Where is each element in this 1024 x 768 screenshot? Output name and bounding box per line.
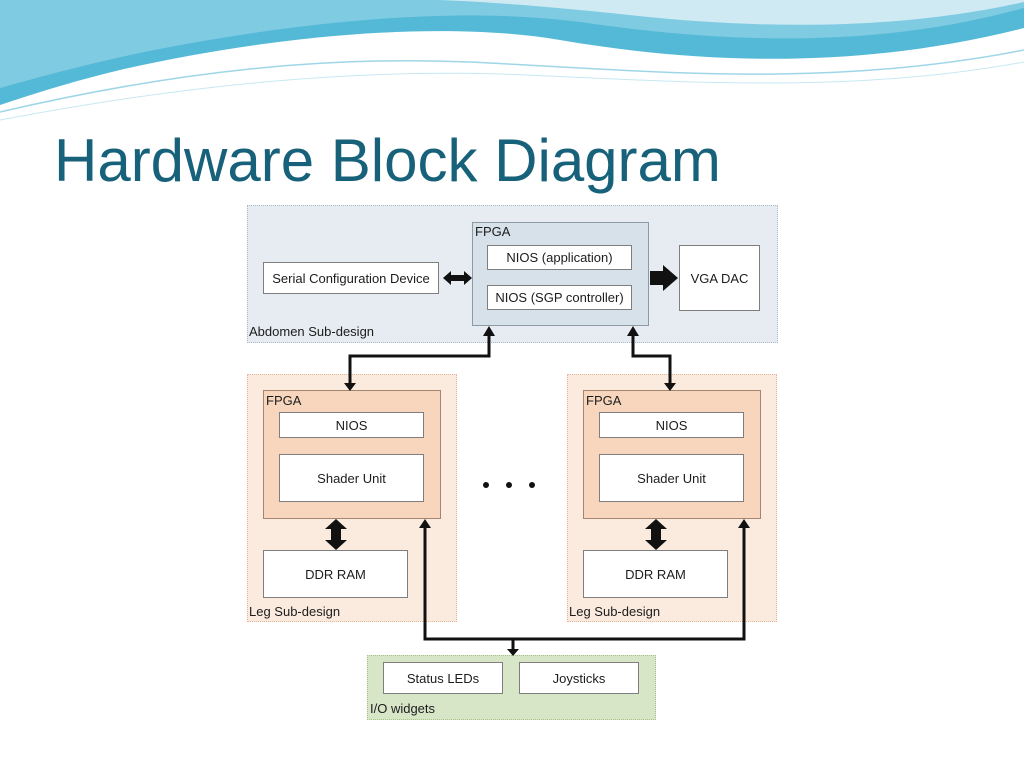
right-leg-shader-unit: Shader Unit <box>599 454 744 502</box>
abdomen-fpga-label: FPGA <box>475 224 511 239</box>
connection-wires <box>325 265 750 656</box>
status-leds: Status LEDs <box>383 662 503 694</box>
abdomen-left-leg-wire <box>348 335 491 383</box>
left-leg-sub-design-label: Leg Sub-design <box>249 604 341 619</box>
right-fpga-ddr-link-arrow <box>645 519 667 550</box>
vga-dac: VGA DAC <box>679 245 760 311</box>
ellipsis-icon <box>483 482 535 490</box>
slide-title: Hardware Block Diagram <box>54 127 721 194</box>
left-leg-shader-unit: Shader Unit <box>279 454 424 502</box>
left-leg-nios: NIOS <box>279 412 424 438</box>
right-leg-ddr-ram: DDR RAM <box>583 550 728 598</box>
nios-sgp-controller: NIOS (SGP controller) <box>487 285 632 310</box>
nios-application: NIOS (application) <box>487 245 632 270</box>
io-bus-wire <box>423 527 746 641</box>
left-leg-ddr-ram: DDR RAM <box>263 550 408 598</box>
right-leg-nios: NIOS <box>599 412 744 438</box>
abdomen-sub-design-label: Abdomen Sub-design <box>249 324 375 339</box>
abdomen-right-leg-wire <box>631 335 672 383</box>
right-leg-fpga-label: FPGA <box>586 393 622 408</box>
left-leg-fpga-label: FPGA <box>266 393 302 408</box>
io-widgets-label: I/O widgets <box>370 701 436 716</box>
serial-fpga-link-arrow <box>443 271 472 285</box>
right-leg-sub-design-label: Leg Sub-design <box>569 604 661 619</box>
fpga-vga-link-arrow <box>650 265 678 291</box>
serial-configuration-device: Serial Configuration Device <box>263 262 439 294</box>
hardware-block-diagram: Abdomen Sub-design Leg Sub-design Leg Su… <box>247 205 778 720</box>
left-fpga-ddr-link-arrow <box>325 519 347 550</box>
joysticks: Joysticks <box>519 662 639 694</box>
